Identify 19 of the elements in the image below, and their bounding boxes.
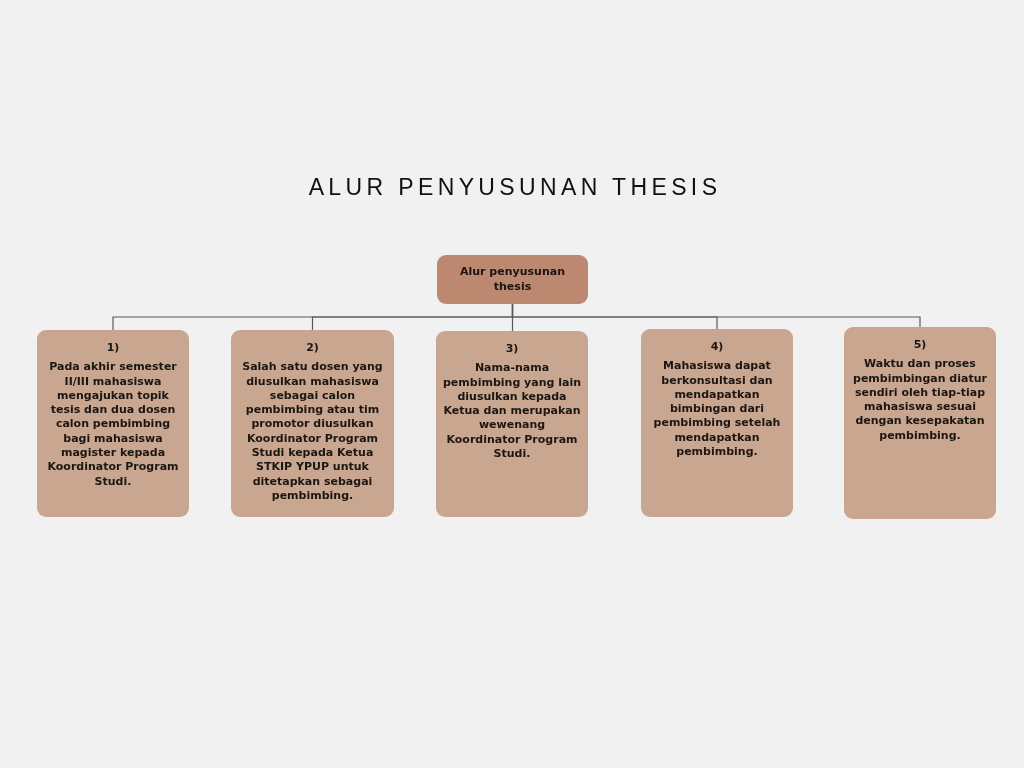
step-number: 3): [505, 342, 519, 357]
diagram-title: ALUR PENYUSUNAN THESIS: [307, 173, 723, 202]
step-text: Salah satu dosen yang diusulkan mahasiswa sebagai calon pembimbing atau tim promotor diusulkan Koordinator Program Studi kepada Ketua STKIP YPUP untuk ditetapkan sebagai pembimbing.: [241, 360, 384, 504]
step-text: Pada akhir semester II/III mahasiswa mengajukan topik tesis dan dua dosen calon pembimbing bagi mahasiswa magister kepada Koordinator Program Studi.: [46, 360, 180, 489]
connector-line: [511, 303, 921, 328]
step-box: [436, 331, 588, 517]
step-number: 4): [710, 340, 724, 355]
step-number: 2): [306, 341, 319, 356]
step-box: [37, 330, 189, 517]
step-text: Nama-nama pembimbing yang lain diusulkan kepada Ketua dan merupakan wewenang Koordinator Program Studi.: [443, 361, 581, 462]
step-number: 5): [913, 338, 927, 353]
step-box: [641, 329, 793, 517]
step-number: 1): [106, 341, 120, 356]
step-text: Mahasiswa dapat berkonsultasi dan mendapatkan bimbingan dari pembimbing setelah mendapatkan pembimbing.: [652, 359, 782, 460]
step-text: Waktu dan proses pembimbingan diatur sendiri oleh tiap-tiap mahasiswa sesuai dengan kesepakatan pembimbing.: [852, 357, 988, 444]
box-title: Alur penyusunan thesis: [459, 265, 566, 294]
step-box: [231, 330, 394, 517]
root-box: [437, 255, 588, 304]
step-box: [844, 327, 996, 519]
